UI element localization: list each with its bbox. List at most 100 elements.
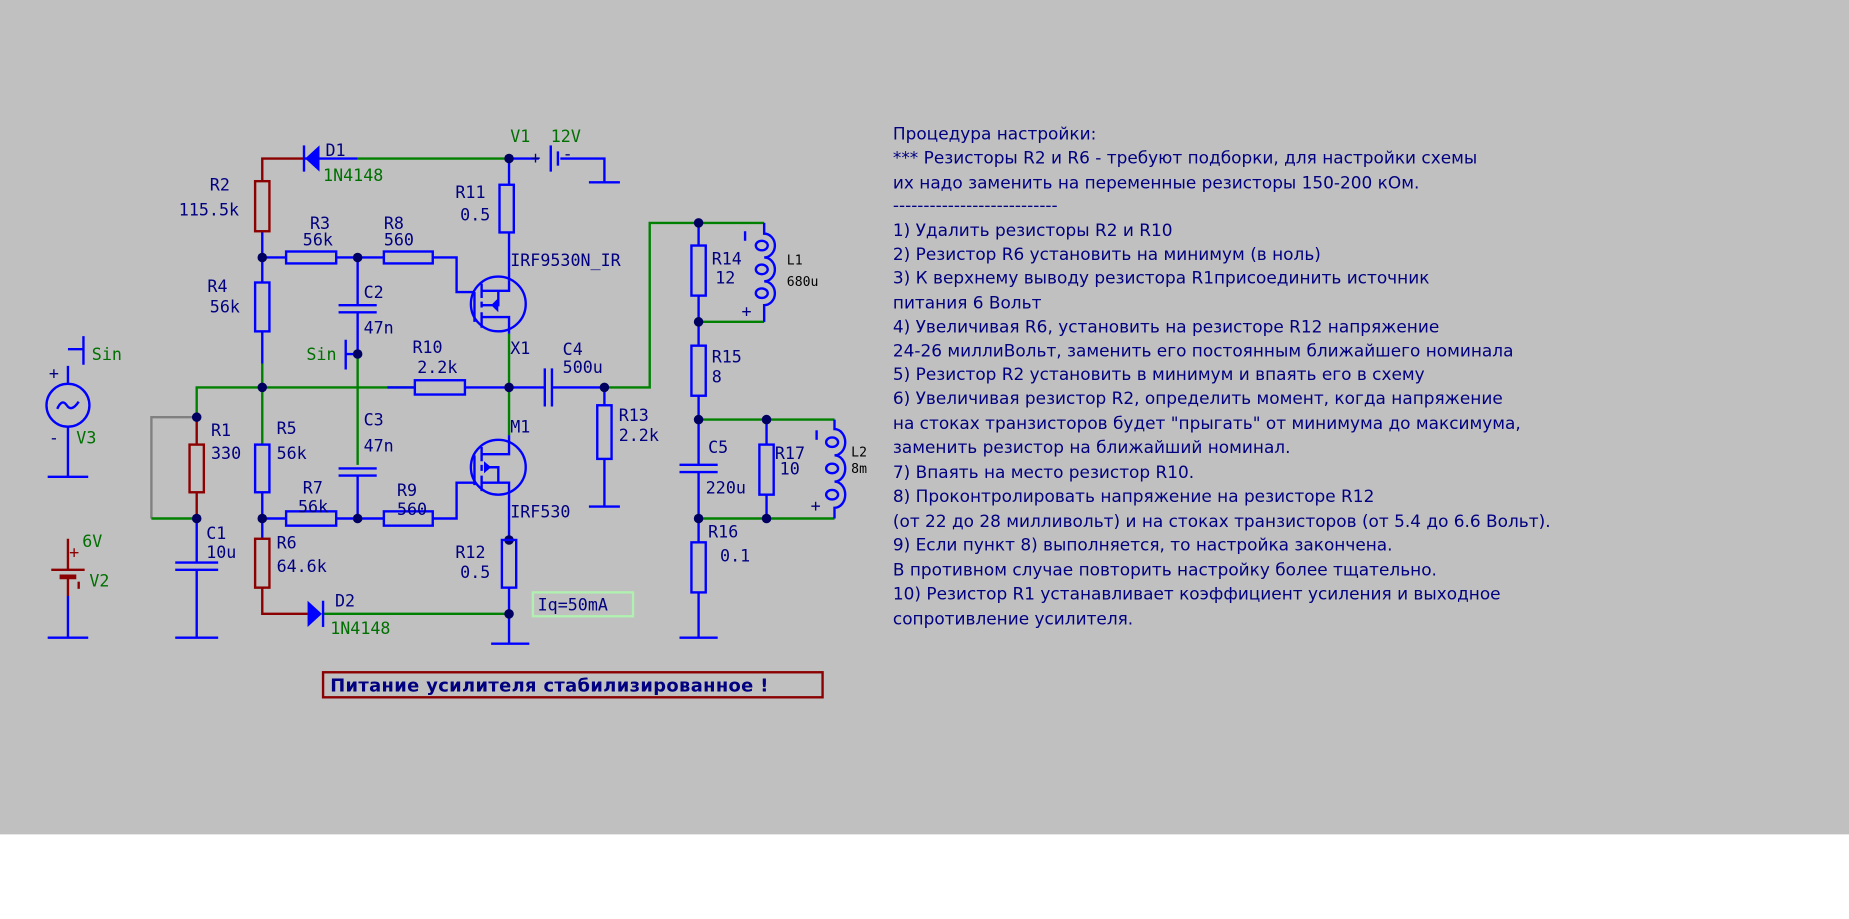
junction-dot [504, 153, 514, 164]
x1-value: IRF9530N_IR [510, 251, 621, 270]
wire-segment [261, 157, 304, 182]
v2-value: 6V [82, 532, 102, 551]
junction-dot [761, 414, 772, 425]
junction-dot [504, 609, 514, 619]
c5-ref: C5 [708, 438, 728, 457]
r12-value: 0.5 [460, 563, 490, 582]
junction-dot [257, 252, 268, 263]
wire-segment [762, 222, 777, 322]
r16-value: 0.1 [720, 546, 750, 565]
resistor-body [690, 244, 707, 297]
resistor-body [253, 281, 271, 333]
wire-segment [150, 415, 197, 519]
power-note-banner[interactable]: Питание усилителя стабилизированное ! [321, 671, 824, 699]
mosfet-m1-symbol[interactable] [469, 435, 527, 496]
r4-ref: R4 [207, 277, 227, 296]
junction-dot [599, 382, 610, 393]
r13-value: 2.2k [619, 426, 659, 445]
resistor-body [253, 537, 271, 589]
notes-line: --------------------------- [893, 195, 1058, 215]
coil-loop-icon [824, 436, 840, 449]
r17-value: 10 [780, 459, 800, 478]
coil-loop-icon [754, 239, 769, 252]
v3-plus: + [49, 364, 59, 383]
component-labels: D1 1N4148 D2 1N4148 V1 12V 6V V2 Sin V3 … [76, 127, 867, 638]
r12-ref: R12 [455, 543, 485, 562]
battery-v1-symbol[interactable]: + - [530, 145, 573, 172]
sine-source-v3-symbol[interactable]: + - [45, 364, 91, 447]
notes-line: питания 6 Вольт [893, 293, 1042, 313]
wire-segment [491, 297, 499, 313]
c3-ref: C3 [364, 411, 384, 430]
iq-annotation[interactable]: Iq=50mA [531, 591, 635, 618]
notes-line: 3) К верхнему выводу резистора R1присоед… [893, 268, 1430, 288]
r9-value: 560 [397, 500, 427, 519]
wire-segment [195, 386, 415, 418]
wire-segment [261, 587, 308, 616]
r3-ref: R3 [310, 214, 330, 233]
net-label-sin: Sin [306, 345, 336, 364]
l1-ref: L1 [787, 254, 803, 269]
junction-dot [191, 412, 202, 422]
d2-ref: D2 [335, 592, 355, 611]
battery-v2-symbol[interactable]: + [51, 543, 85, 589]
resistor-body [500, 538, 518, 589]
notes-line: 6) Увеличивая резистор R2, определить мо… [893, 388, 1503, 408]
notes-line: 10) Резистор R1 устанавливает коэффициен… [893, 584, 1501, 604]
resistor-body [758, 443, 775, 496]
c4-value: 500u [563, 358, 603, 377]
r16-ref: R16 [708, 523, 738, 542]
inductor-l2-symbol[interactable]: + [811, 419, 847, 519]
r7-value: 56k [298, 498, 328, 517]
c2-ref: C2 [364, 283, 384, 302]
notes-line: 1) Удалить резисторы R2 и R10 [893, 220, 1173, 240]
mosfet-x1-symbol[interactable] [469, 275, 527, 334]
coil-loop-icon [754, 263, 769, 276]
wire-segment [543, 368, 554, 407]
r4-value: 56k [210, 297, 240, 316]
l2-plus: + [811, 496, 821, 515]
diode-d1-symbol[interactable] [302, 145, 320, 172]
diode-d2-symbol[interactable] [307, 600, 325, 627]
resistor-bodies[interactable] [188, 179, 775, 594]
wire-segment [338, 467, 377, 477]
notes-line: заменить резистор на ближайший номинал. [893, 437, 1291, 457]
r3-value: 56k [303, 231, 333, 250]
l2-value: 8m [851, 462, 867, 477]
r2-ref: R2 [210, 176, 230, 195]
wire-segment [604, 221, 765, 389]
v3-ref: V3 [76, 428, 96, 447]
capacitor-plates[interactable] [175, 303, 718, 571]
r7-ref: R7 [303, 478, 323, 497]
r8-ref: R8 [384, 214, 404, 233]
resistor-body [253, 179, 271, 233]
junction-dot [693, 513, 704, 524]
banner-text: Питание усилителя стабилизированное ! [330, 675, 769, 696]
v3-minus: - [49, 428, 59, 447]
notes-line: 24-26 миллиВольт, заменить его постоянны… [893, 340, 1514, 360]
coil-loop-icon [754, 287, 769, 300]
resistor-body [321, 671, 824, 699]
x1-ref: X1 [510, 339, 530, 358]
d1-ref: D1 [325, 141, 345, 160]
v1-ref: V1 [510, 127, 530, 146]
wire-segment [509, 157, 620, 184]
tuning-procedure-notes[interactable]: Процедура настройки:*** Резисторы R2 и R… [893, 123, 1551, 628]
m1-ref: M1 [510, 418, 530, 437]
r10-value: 2.2k [417, 358, 457, 377]
wire-segment [47, 595, 89, 639]
r13-ref: R13 [619, 406, 649, 425]
r10-ref: R10 [412, 338, 442, 357]
notes-line: 2) Резистор R6 установить на минимум (в … [893, 244, 1321, 264]
resistor-body [188, 443, 206, 494]
notes-line: *** Резисторы R2 и R6 - требуют подборки… [893, 147, 1477, 167]
notes-line: 7) Впаять на место резистор R10. [893, 462, 1194, 482]
junction-dot [352, 513, 363, 524]
junction-dot [693, 414, 704, 425]
junction-dot [469, 275, 527, 333]
junction-dot [352, 349, 363, 359]
inductor-l1-symbol[interactable]: + [742, 222, 777, 322]
c4-ref: C4 [563, 340, 583, 359]
notes-line: (от 22 до 28 милливольт) и на стоках тра… [893, 511, 1551, 531]
